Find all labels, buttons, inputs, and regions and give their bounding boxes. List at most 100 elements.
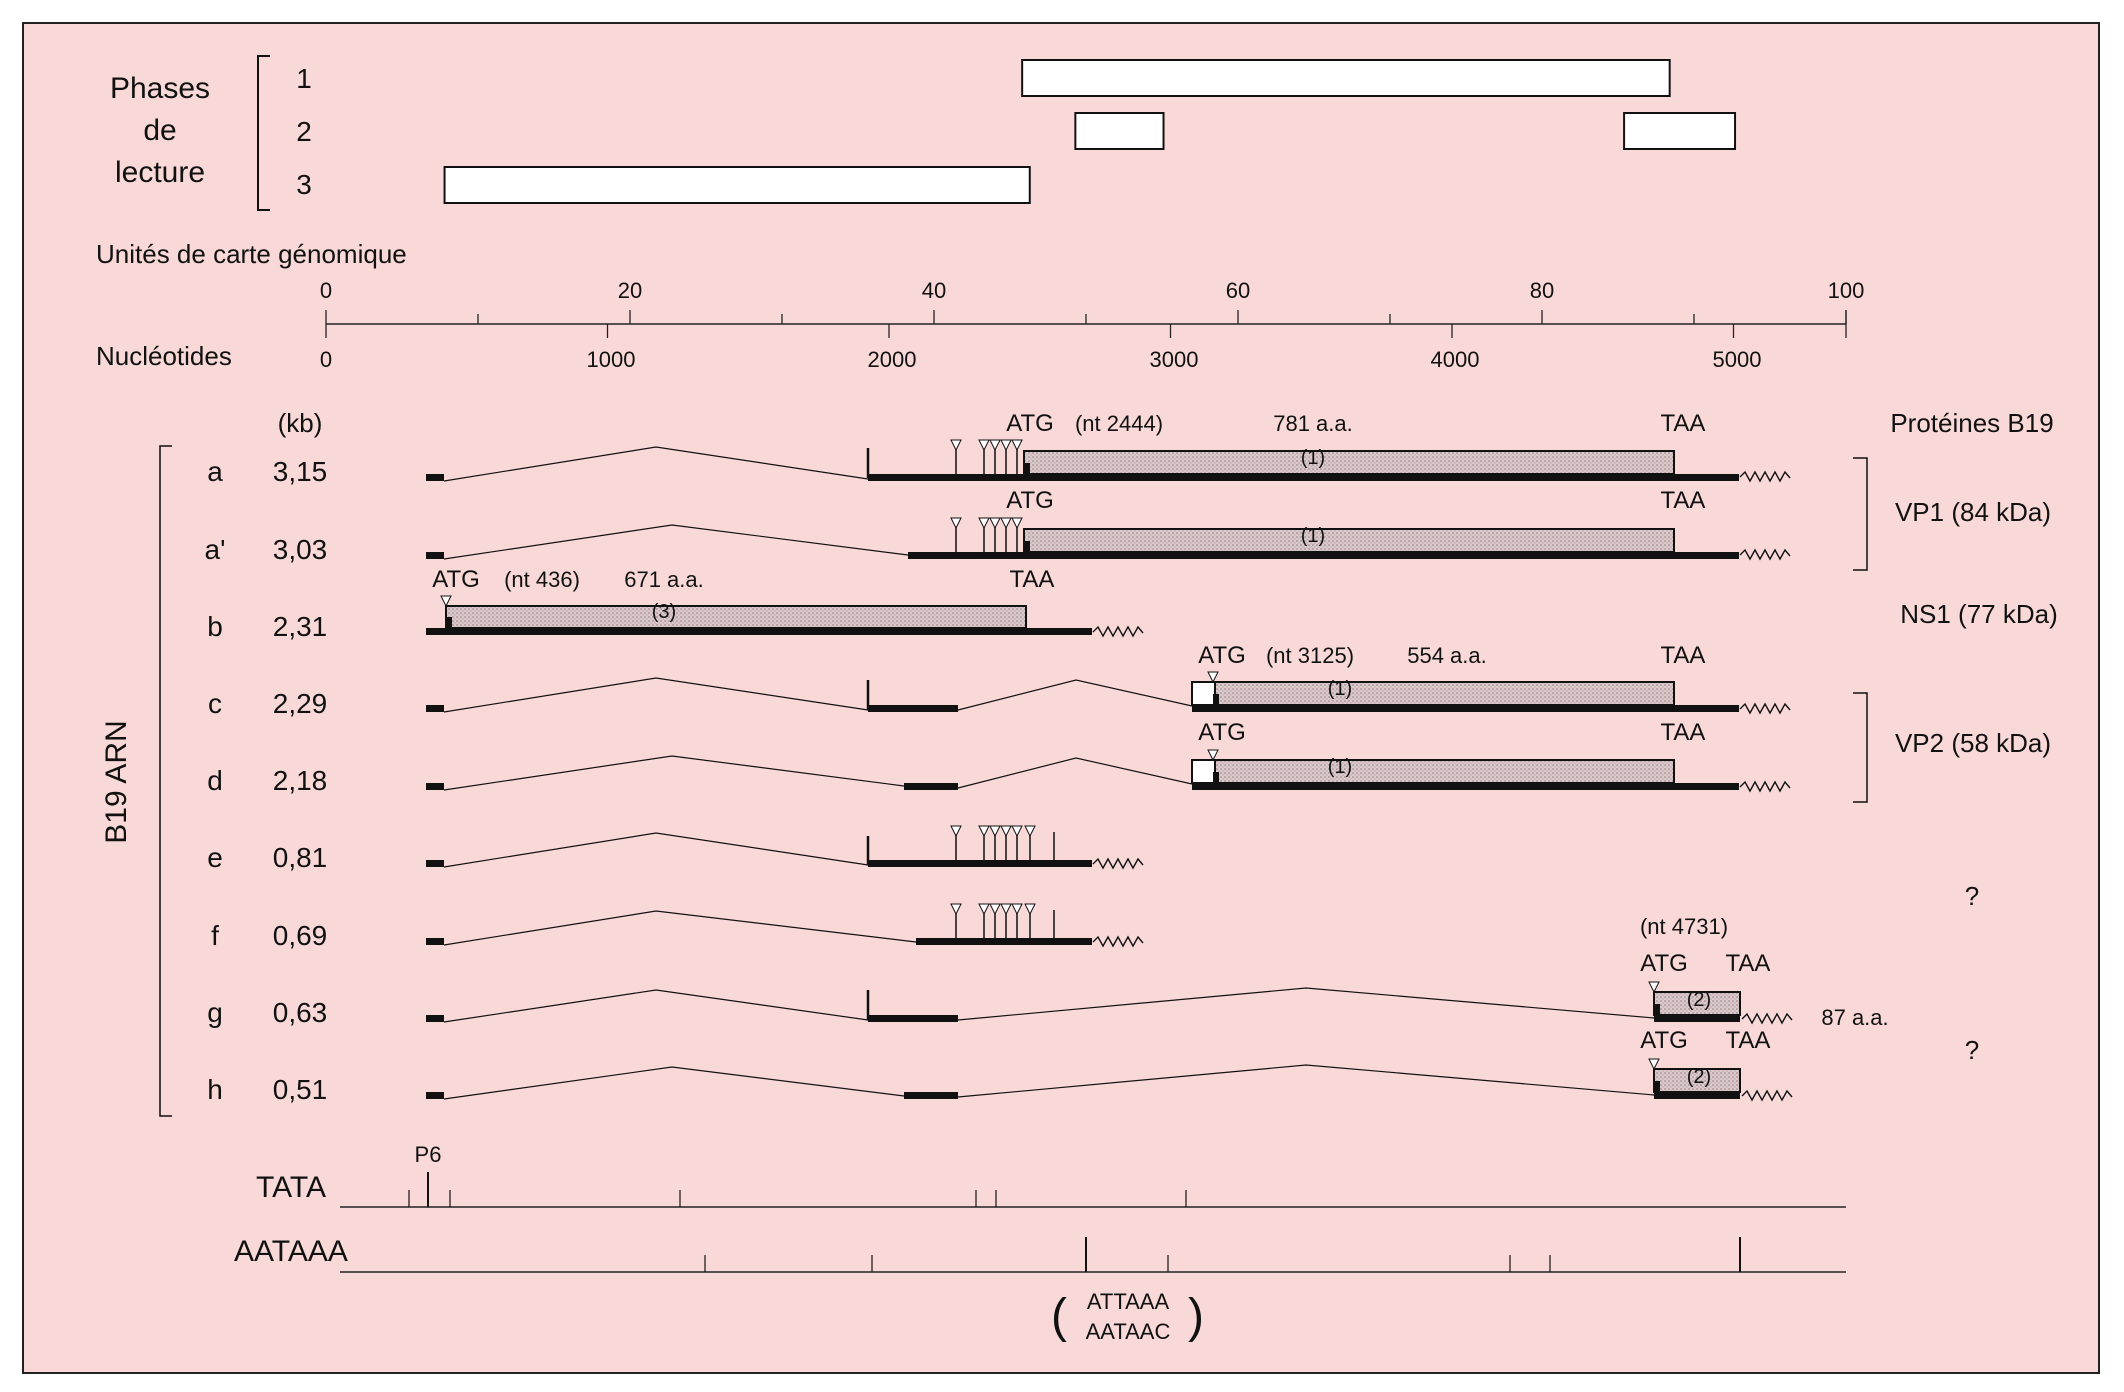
reading-frames-title-line-2: de	[143, 114, 176, 147]
nt-tick-label-1000: 1000	[587, 347, 636, 372]
protein-labels: VP1 (84 kDa) NS1 (77 kDa) VP2 (58 kDa) ?…	[1853, 457, 2058, 1065]
map-units-scale: Unités de carte génomique 0 20 40 60 80 …	[96, 239, 1865, 325]
transcript-b-frame-label: (3)	[652, 601, 676, 623]
tata-signal-track: TATA P6	[256, 1142, 1846, 1208]
transcript-size-f: 0,69	[273, 920, 328, 951]
transcript-id-h: h	[207, 1074, 223, 1105]
transcript-a-atg-label: ATG	[1006, 410, 1054, 437]
aataaa-signal-track: AATAAA ( ATTAAA AATAAC )	[234, 1235, 1846, 1344]
nt-tick-label-0: 0	[320, 347, 332, 372]
transcript-c-atg-label: ATG	[1198, 642, 1246, 669]
reading-frames-title-line-3: lecture	[115, 156, 205, 189]
transcript-a-frame-label: (1)	[1301, 447, 1325, 469]
alt-signal-aataac: AATAAC	[1086, 1319, 1171, 1344]
transcript-size-h: 0,51	[273, 1074, 328, 1105]
reading-frame-2-box-2	[1623, 112, 1737, 150]
map-tick-label-80: 80	[1530, 278, 1554, 303]
tata-label: TATA	[256, 1171, 326, 1204]
transcript-id-a-prime: a'	[205, 534, 226, 565]
aataaa-label: AATAAA	[234, 1235, 348, 1268]
transcript-id-f: f	[211, 920, 219, 951]
reading-frames-panel: Phases de lecture 1 2 3	[110, 55, 1737, 211]
transcript-a-aa-781-label: 781 a.a.	[1273, 411, 1353, 436]
vp1-bracket	[1853, 457, 1868, 571]
transcript-c: ATG (nt 3125) 554 a.a. (1) TAA	[426, 642, 1791, 715]
transcript-f	[426, 903, 1144, 948]
transcript-g-frame-label: (2)	[1687, 989, 1711, 1011]
map-tick-label-0: 0	[320, 278, 332, 303]
transcript-b: ATG (nt 436) 671 a.a. (3) TAA	[426, 566, 1144, 638]
transcript-c-nt-3125-label: (nt 3125)	[1266, 643, 1354, 668]
transcript-a-prime-taa-label: TAA	[1661, 487, 1706, 514]
reading-frames-title-line-1: Phases	[110, 72, 210, 105]
nt-tick-label-2000: 2000	[868, 347, 917, 372]
reading-frame-3-box-1	[443, 166, 1031, 204]
map-tick-label-60: 60	[1226, 278, 1250, 303]
aa-87-label: 87 a.a.	[1821, 1005, 1888, 1030]
transcript-a-taa-label: TAA	[1661, 410, 1706, 437]
alt-signal-attaaa: ATTAAA	[1087, 1289, 1170, 1314]
nt-tick-label-3000: 3000	[1150, 347, 1199, 372]
rna-group-label: B19 ARN	[100, 720, 133, 843]
transcript-size-g: 0,63	[273, 997, 328, 1028]
map-tick-label-20: 20	[618, 278, 642, 303]
transcript-b-nt-436-label: (nt 436)	[504, 567, 580, 592]
map-units-label: Unités de carte génomique	[96, 239, 407, 269]
transcript-size-a: 3,15	[273, 456, 328, 487]
transcript-size-c: 2,29	[273, 688, 328, 719]
nt-tick-label-5000: 5000	[1713, 347, 1762, 372]
transcript-h-frame-label: (2)	[1687, 1066, 1711, 1088]
transcript-c-aa-554-label: 554 a.a.	[1407, 643, 1487, 668]
nucleotide-ticks	[325, 310, 1847, 338]
protein-ns1: NS1 (77 kDa)	[1900, 599, 2058, 629]
transcript-a-prime-frame-label: (1)	[1301, 525, 1325, 547]
transcript-d-taa-label: TAA	[1661, 719, 1706, 746]
size-header: (kb)	[278, 408, 323, 438]
frame-label-1: 1	[296, 63, 312, 94]
map-tick-label-40: 40	[922, 278, 946, 303]
transcript-b-atg-label: ATG	[432, 566, 480, 593]
transcript-a-prime: ATG (1) TAA	[426, 487, 1791, 561]
protein-header: Protéines B19	[1890, 408, 2053, 438]
frame-label-3: 3	[296, 169, 312, 200]
transcript-b-aa-671-label: 671 a.a.	[624, 567, 704, 592]
protein-vp1: VP1 (84 kDa)	[1895, 497, 2051, 527]
map-tick-label-100: 100	[1828, 278, 1865, 303]
transcript-h: ATG TAA (2)	[426, 1027, 1793, 1102]
transcript-a-prime-atg-label: ATG	[1006, 487, 1054, 514]
transcript-b-taa-label: TAA	[1010, 566, 1055, 593]
vp2-bracket	[1853, 692, 1868, 803]
transcript-e	[426, 825, 1144, 870]
reading-frame-2-box-1	[1074, 112, 1165, 150]
map-unit-ticks	[325, 310, 1847, 324]
nt-tick-label-4000: 4000	[1431, 347, 1480, 372]
transcript-g: (nt 4731) ATG TAA (2)	[426, 914, 1793, 1025]
transcript-size-a-prime: 3,03	[273, 534, 328, 565]
protein-vp2: VP2 (58 kDa)	[1895, 728, 2051, 758]
frame-label-2: 2	[296, 116, 312, 147]
transcript-size-b: 2,31	[273, 611, 328, 642]
reading-frame-1-box-1	[1021, 59, 1671, 97]
transcript-g-taa-label: TAA	[1726, 950, 1771, 977]
transcript-a-nt-2444-label: (nt 2444)	[1075, 411, 1163, 436]
protein-unknown-2: ?	[1965, 1035, 1979, 1065]
transcript-id-e: e	[207, 842, 223, 873]
p6-promoter-label: P6	[415, 1142, 442, 1167]
transcript-id-g: g	[207, 997, 223, 1028]
transcript-labels: a 3,15 a' 3,03 b 2,31 c 2,29 d 2,18 e 0,…	[205, 456, 328, 1105]
transcript-g-nt-4731-label: (nt 4731)	[1640, 914, 1728, 939]
transcript-c-taa-label: TAA	[1661, 642, 1706, 669]
transcript-size-e: 0,81	[273, 842, 328, 873]
transcript-size-d: 2,18	[273, 765, 328, 796]
transcript-id-a: a	[207, 456, 223, 487]
alt-signals-open-paren: (	[1051, 1290, 1067, 1343]
reading-frame-boxes	[443, 59, 1737, 204]
figure-frame	[22, 22, 2100, 1374]
transcript-d-atg-label: ATG	[1198, 719, 1246, 746]
transcript-a: ATG (nt 2444) 781 a.a. (1) TAA	[426, 410, 1791, 483]
transcript-h-taa-label: TAA	[1726, 1027, 1771, 1054]
transcript-id-b: b	[207, 611, 223, 642]
alt-signals-close-paren: )	[1188, 1290, 1204, 1343]
transcript-g-atg-label: ATG	[1640, 950, 1688, 977]
